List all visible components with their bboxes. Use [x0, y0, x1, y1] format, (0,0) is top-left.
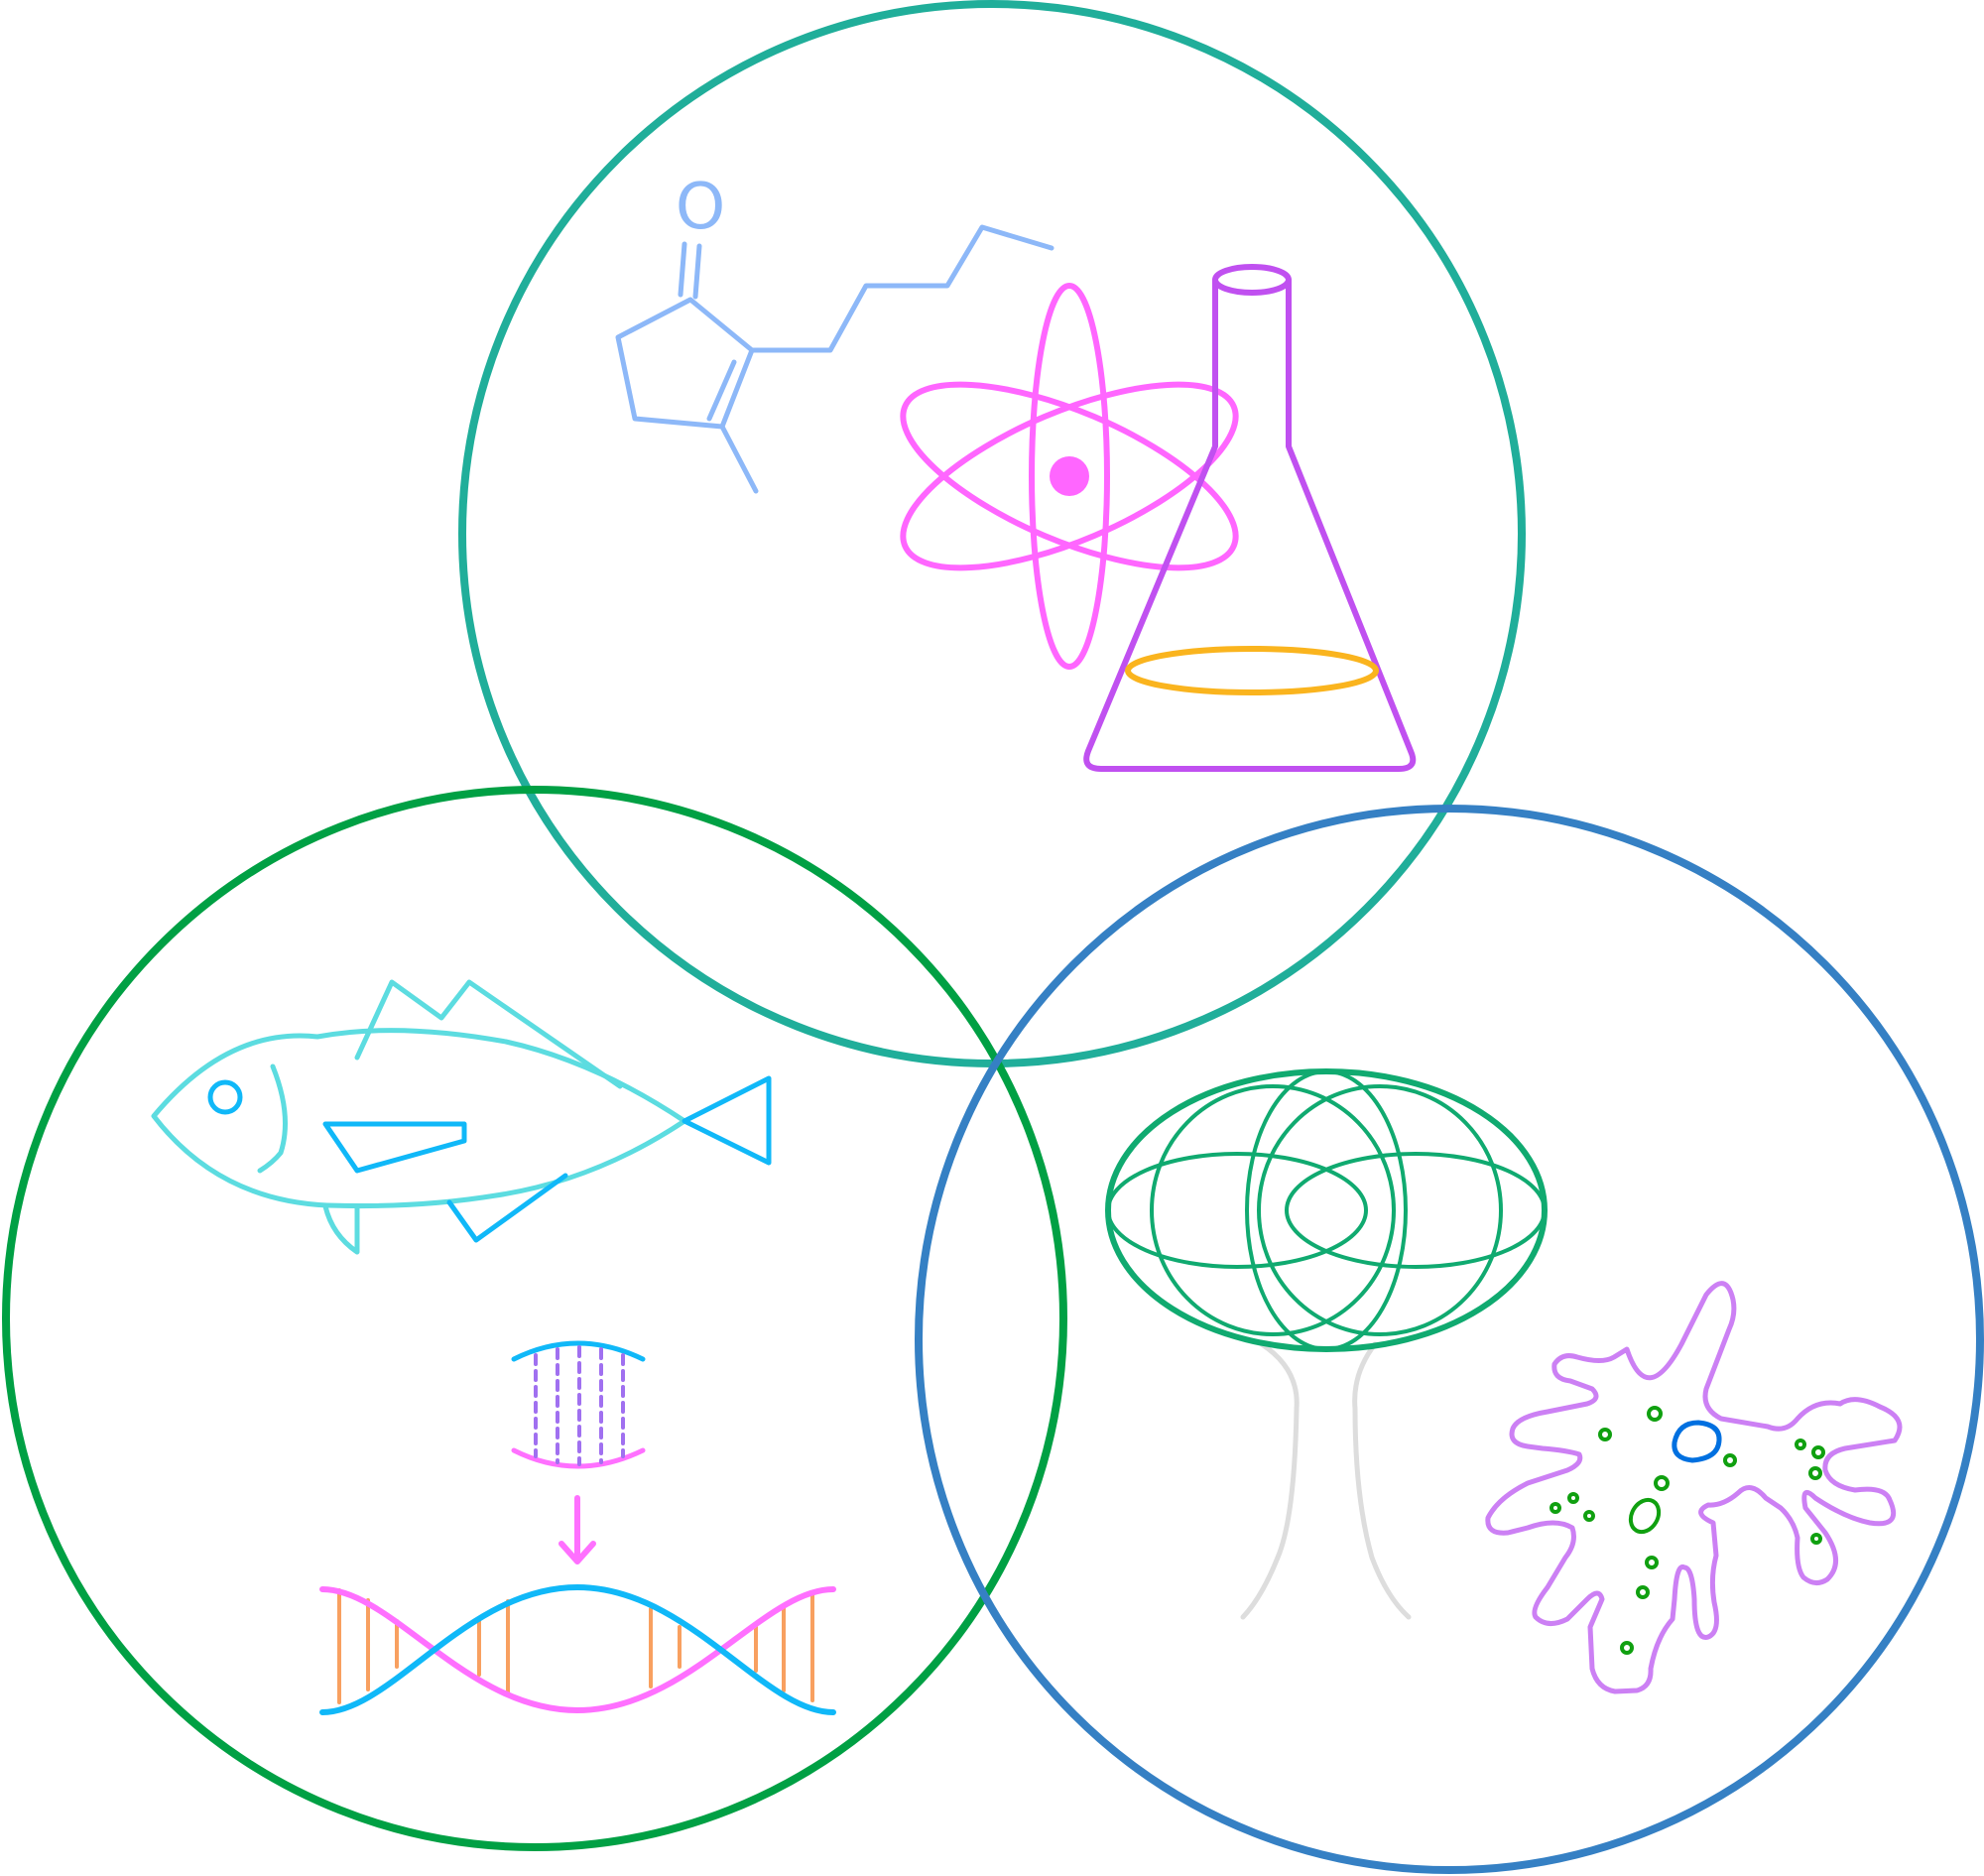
cell-nucleus	[1672, 1420, 1722, 1463]
tree-canopy-outline	[1105, 1068, 1548, 1352]
fish-icon	[151, 979, 772, 1255]
atom-icon	[900, 283, 1239, 670]
flask-icon	[1083, 264, 1417, 772]
oxygen-label: O	[676, 171, 725, 244]
tree-icon	[1105, 1068, 1548, 1620]
flask-liquid	[1125, 646, 1379, 695]
chemistry-circle	[458, 0, 1526, 1067]
ecology-circle	[915, 805, 1984, 1874]
molecule-icon: O	[615, 171, 1054, 494]
cell-icon	[1485, 1281, 1903, 1694]
cell-organelles	[1550, 1406, 1825, 1655]
biology-circle	[2, 786, 1067, 1851]
dna-icon	[319, 1340, 836, 1715]
